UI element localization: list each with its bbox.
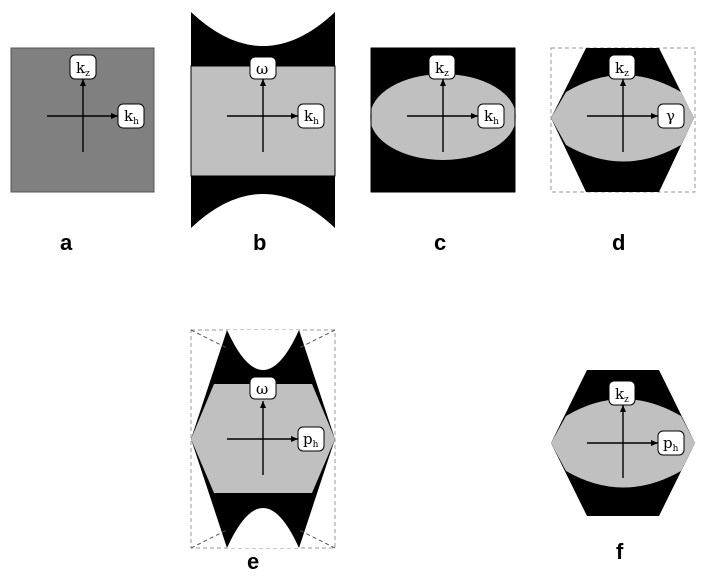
panel-e-letter: e bbox=[247, 549, 259, 574]
panel-b-top-label: ω bbox=[256, 60, 268, 78]
panel-b-letter: b bbox=[253, 230, 266, 255]
panel-b-top-label-box bbox=[249, 56, 277, 80]
panel-c-top-label: kz bbox=[435, 59, 449, 79]
panel-b-top-white-cap bbox=[191, 12, 335, 46]
panel-c: kz kh c bbox=[370, 47, 516, 255]
panel-e-bottom-white-cap bbox=[227, 508, 299, 548]
panel-d-top-label-box bbox=[608, 54, 636, 80]
panel-c-frame bbox=[370, 47, 516, 193]
panel-e-top-white-cap bbox=[227, 330, 299, 370]
panel-e-dash-tr bbox=[298, 329, 336, 349]
panel-d-letter: d bbox=[612, 230, 625, 255]
panel-e-top-label: ω bbox=[256, 380, 268, 398]
panel-d-right-label: γ bbox=[666, 107, 675, 125]
panel-f-top-label: kz bbox=[615, 385, 629, 405]
panel-a-top-label-box bbox=[69, 54, 97, 80]
panel-e-top-label-box bbox=[249, 376, 277, 400]
panel-e-dash-tl bbox=[190, 329, 228, 349]
panel-a-top-label: kz bbox=[76, 59, 90, 79]
panel-b-right-label-box bbox=[297, 103, 325, 129]
panel-a-letter: a bbox=[60, 230, 73, 255]
panel-c-right-label-box bbox=[477, 103, 505, 129]
panel-f-letter: f bbox=[616, 539, 624, 564]
panel-c-top-label-box bbox=[428, 54, 456, 80]
panel-a-right-label-box bbox=[117, 103, 145, 129]
panel-c-letter: c bbox=[434, 230, 446, 255]
panel-f-right-label-box bbox=[657, 430, 685, 456]
panel-d-right-label-box bbox=[657, 103, 685, 129]
panel-b-right-label: kh bbox=[304, 107, 319, 127]
panel-e: ω ph e bbox=[190, 329, 336, 574]
panel-e-right-label: ph bbox=[303, 430, 319, 450]
panel-f: kz ph f bbox=[551, 370, 695, 564]
panel-e-right-label-box bbox=[297, 426, 325, 452]
panel-a: kz kh a bbox=[10, 47, 155, 255]
panel-b-top-black-fill bbox=[191, 12, 335, 66]
panel-c-right-label: kh bbox=[484, 107, 499, 127]
panel-e-dash-bl bbox=[190, 529, 228, 549]
panel-d-top-label: kz bbox=[615, 59, 629, 79]
panel-d: kz γ d bbox=[550, 47, 696, 255]
panel-f-right-label: ph bbox=[663, 434, 679, 454]
panel-b: ω kh b bbox=[190, 12, 336, 255]
panel-f-top-label-box bbox=[608, 380, 636, 406]
panel-b-bottom-black bbox=[191, 176, 335, 228]
panel-e-dash-br bbox=[298, 529, 336, 549]
panel-a-right-label: kh bbox=[124, 107, 139, 127]
